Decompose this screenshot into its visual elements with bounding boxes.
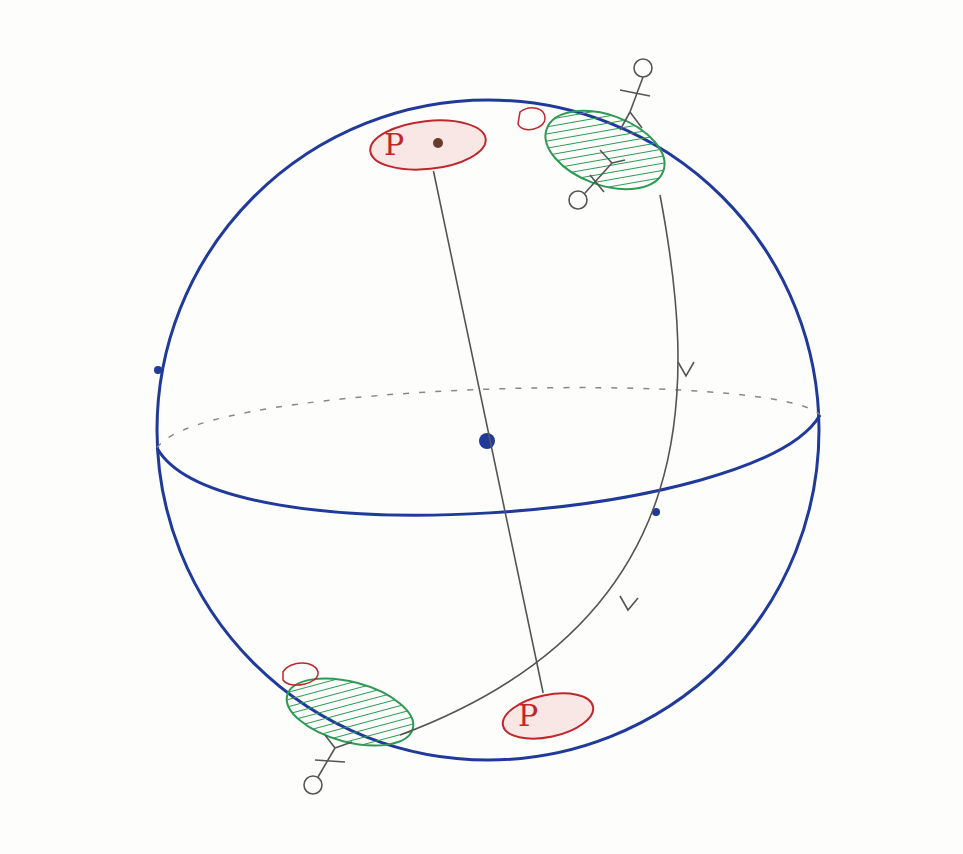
disc-outline	[500, 693, 596, 739]
point-label: P	[384, 130, 404, 160]
point-disc: P	[368, 119, 488, 171]
axis-line	[433, 171, 543, 693]
point-label: P	[518, 701, 538, 731]
point-disc: P	[500, 693, 596, 739]
